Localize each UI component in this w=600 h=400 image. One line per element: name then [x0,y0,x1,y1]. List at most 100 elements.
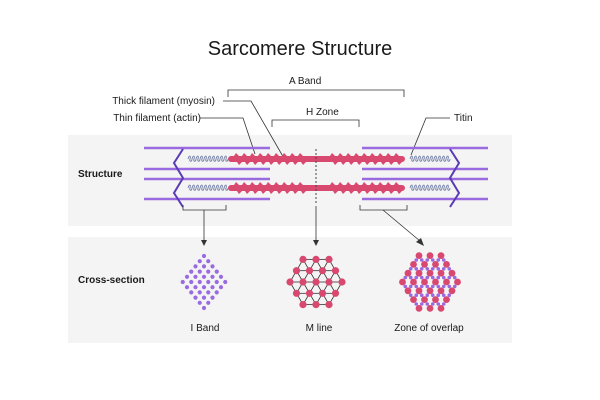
actin-dot [214,269,219,274]
overlap-myosin-dot [404,287,412,295]
overlap-actin-dot [419,302,424,306]
myosin-head-bottom [349,191,354,194]
overlap-myosin-dot [399,278,406,286]
thick-filament [228,185,405,191]
myosin-dot [331,289,340,297]
actin-dot [193,285,198,290]
myosin-head-bottom [341,162,346,165]
overlap-actin-dot [441,284,446,289]
caption-zone-of-overlap: Zone of overlap [394,323,464,334]
myosin-head-top [266,153,271,156]
z-disc-left [172,148,185,208]
overlap-actin-dot [414,275,419,280]
myosin-head-bottom [365,162,370,165]
cross-sections [180,252,461,312]
overlap-myosin-dot [426,305,434,312]
myosin-head-bottom [381,191,386,194]
diagram-title: Sarcomere Structure [207,38,393,60]
myosin-dot [305,289,314,297]
overlap-actin-dot [419,284,424,289]
overlap-actin-dot [425,293,430,298]
myosin-head-bottom [341,191,346,194]
overlap-myosin-dot [415,252,423,259]
myosin-head-top [274,182,279,185]
h-zone-bracket [271,119,360,127]
overlap-myosin-dot [437,269,445,277]
overlap-actin-dot [447,267,452,271]
overlap-myosin-dot [404,269,412,277]
z-disc-right [448,148,461,208]
myosin-dot [312,301,320,309]
myosin-dot [318,267,327,275]
overlap-actin-dot [419,258,424,262]
overlap-myosin-dot [432,261,439,268]
overlap-actin-dot [441,267,446,271]
overlap-actin-dot [414,293,419,298]
actin-dot [206,269,211,274]
myosin-head-bottom [261,191,266,194]
myosin-head-bottom [357,191,362,194]
overlap-arrow [382,209,421,242]
label-thin-filament: Thin filament (actin) [113,113,201,124]
overlap-bracket [359,205,408,211]
myosin-dot [331,267,340,275]
myosin-dot [305,267,314,275]
overlap-actin-dot [452,275,457,280]
myosin-head-top [386,153,391,156]
myosin-head-bottom [237,162,242,165]
actin-dot [184,274,190,279]
overlap-myosin-dot [437,252,445,259]
label-h-zone: H Zone [306,107,339,118]
myosin-head-top [354,182,359,185]
i-band-bracket [182,205,227,211]
titin-leader [410,117,450,156]
myosin-head-bottom [349,162,354,165]
overlap-actin-dot [430,284,435,289]
overlap-actin-dot [425,267,430,271]
overlap-myosin-dot [448,287,456,295]
actin-dot [218,274,224,279]
myosin-head-top [266,182,271,185]
myosin-head-top [370,153,375,156]
myosin-head-bottom [397,162,402,165]
myosin-dot [292,289,301,297]
actin-dot [201,295,207,300]
label-thick-filament: Thick filament (myosin) [112,96,215,107]
myosin-dot [312,255,320,263]
myosin-head-top [370,182,375,185]
actin-dot [206,300,211,305]
overlap-actin-dot [408,267,413,271]
overlap-myosin-dot [421,296,428,303]
myosin-head-top [282,153,287,156]
actin-dot [189,279,194,285]
actin-dot [189,269,194,274]
overlap-actin-dot [425,258,430,262]
myosin-head-bottom [293,162,298,165]
actin-dot [210,264,215,269]
actin-dot [197,300,202,305]
myosin-head-top [338,153,343,156]
overlap-myosin-dot [421,278,428,286]
overlap-actin-dot [436,267,441,271]
actin-dot [223,279,228,285]
myosin-head-bottom [389,162,394,165]
titin-coil-left [187,155,229,162]
actin-dot [180,279,185,285]
myosin-head-top [330,153,335,156]
overlap-myosin-dot [454,278,461,286]
actin-dot [214,290,219,295]
actin-dot [197,290,202,295]
myosin-dot [325,301,333,309]
myosin-head-bottom [277,162,282,165]
myosin-head-top [298,153,303,156]
actin-dot [206,259,211,264]
overlap-actin-dot [419,293,424,298]
myosin-head-bottom [253,191,258,194]
row-label-structure: Structure [78,169,123,180]
myosin-head-bottom [389,191,394,194]
myosin-head-top [290,182,295,185]
myosin-head-bottom [245,162,250,165]
myosin-head-top [362,153,367,156]
row-label-cross-section: Cross-section [78,275,145,286]
overlap-myosin-dot [432,296,439,303]
